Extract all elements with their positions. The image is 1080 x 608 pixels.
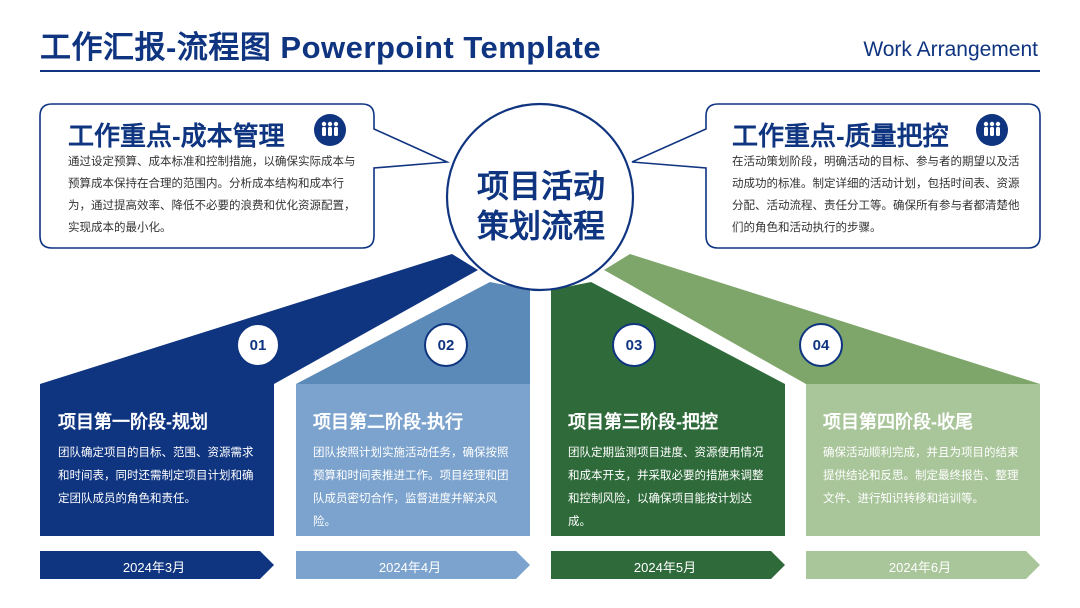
center-title-line2: 策划流程 bbox=[476, 208, 605, 244]
right-callout-bubble bbox=[631, 103, 1041, 249]
stage-card-4 bbox=[806, 384, 1040, 536]
page-title: 工作汇报-流程图 Powerpoint Template bbox=[40, 30, 602, 65]
left-callout-bubble bbox=[39, 103, 451, 249]
people-icon bbox=[976, 114, 1008, 146]
fan-beam-2 bbox=[296, 282, 530, 384]
step-number-1: 01 bbox=[236, 323, 280, 367]
date-label-2: 2024年4月 bbox=[378, 560, 442, 575]
date-arrow-2 bbox=[296, 551, 530, 579]
callout-body-cost: 通过设定预算、成本标准和控制措施，以确保实际成本与预算成本保持在合理的范围内。分… bbox=[68, 156, 356, 234]
center-circle bbox=[445, 102, 635, 292]
stage-card-2 bbox=[296, 384, 530, 536]
date-label-3: 2024年5月 bbox=[633, 560, 697, 575]
center-title: 项目活动 策划流程 bbox=[456, 166, 626, 246]
stage-card-1 bbox=[40, 384, 274, 536]
header-divider bbox=[40, 70, 1040, 72]
fan-beam-4 bbox=[604, 254, 1040, 384]
callout-title-cost: 工作重点-成本管理 bbox=[68, 121, 285, 151]
date-label-4: 2024年6月 bbox=[888, 560, 952, 575]
stage-body-2: 团队按照计划实施活动任务，确保按照预算和时间表推进工作。项目经理和团队成员密切合… bbox=[313, 447, 509, 528]
stage-card-3 bbox=[551, 384, 785, 536]
callout-title-quality: 工作重点-质量把控 bbox=[732, 121, 949, 151]
date-label-1: 2024年3月 bbox=[122, 560, 186, 575]
fan-beam-1 bbox=[40, 254, 478, 384]
fan-beam-3 bbox=[551, 282, 785, 384]
date-arrow-4 bbox=[806, 551, 1040, 579]
step-number-3: 03 bbox=[612, 323, 656, 367]
stage-title-3: 项目第三阶段-把控 bbox=[568, 412, 718, 432]
stage-title-2: 项目第二阶段-执行 bbox=[313, 412, 463, 432]
stage-body-3: 团队定期监测项目进度、资源使用情况和成本开支，并采取必要的措施来调整和控制风险，… bbox=[568, 447, 764, 528]
date-arrow-1 bbox=[40, 551, 274, 579]
page-subtitle: Work Arrangement bbox=[863, 38, 1038, 61]
date-arrow-3 bbox=[551, 551, 785, 579]
callout-body-quality: 在活动策划阶段，明确活动的目标、参与者的期望以及活动成功的标准。制定详细的活动计… bbox=[732, 156, 1020, 234]
people-icon bbox=[314, 114, 346, 146]
step-number-2: 02 bbox=[424, 323, 468, 367]
stage-title-4: 项目第四阶段-收尾 bbox=[823, 412, 973, 432]
center-title-line1: 项目活动 bbox=[476, 168, 605, 204]
step-number-4: 04 bbox=[799, 323, 843, 367]
stage-body-4: 确保活动顺利完成，并且为项目的结束提供结论和反思。制定最终报告、整理文件、进行知… bbox=[823, 447, 1019, 505]
stage-title-1: 项目第一阶段-规划 bbox=[58, 412, 208, 432]
stage-body-1: 团队确定项目的目标、范围、资源需求和时间表，同时还需制定项目计划和确定团队成员的… bbox=[58, 447, 254, 505]
